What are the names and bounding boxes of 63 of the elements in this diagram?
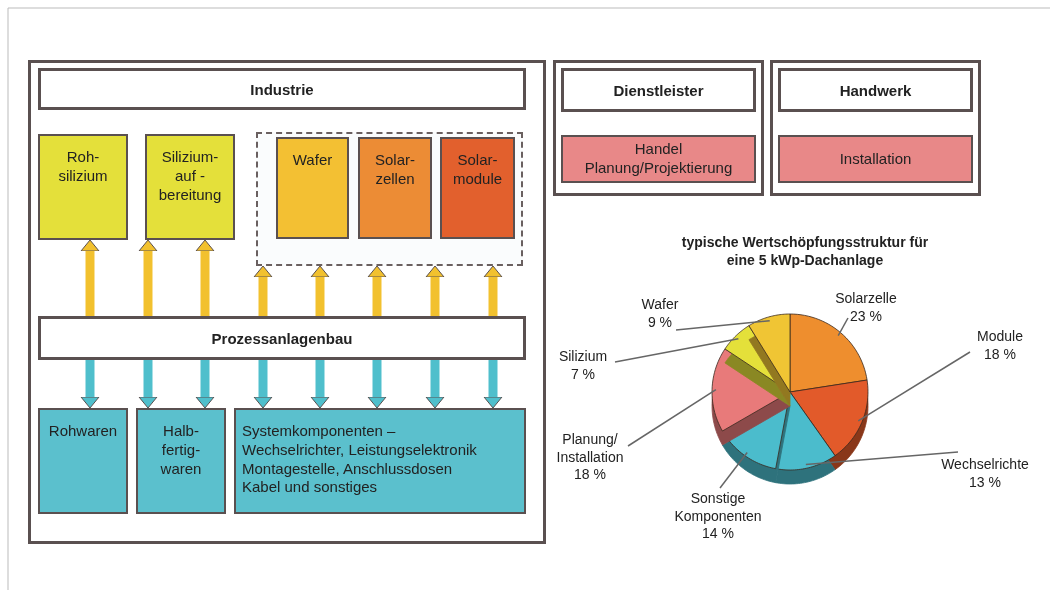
box-label: Installation (839, 149, 912, 169)
arrow (425, 360, 445, 409)
box-label: Halb- fertig- waren (159, 422, 203, 479)
chart-title: typische Wertschöpfungsstruktur für eine 5 kWp-Dachanlage (680, 234, 930, 269)
arrow (195, 360, 215, 409)
slice-label: Sonstige Komponenten (673, 490, 763, 525)
arrow (138, 239, 158, 316)
arrow (310, 265, 330, 316)
box-label: Solar- zellen (374, 151, 416, 189)
arrow (80, 360, 100, 409)
arrow (138, 360, 158, 409)
slice-label: Wechselrichte (940, 456, 1030, 474)
slice-label: Planung/ Installation (555, 431, 625, 466)
box-label: Systemkomponenten – Wechselrichter, Leistungselektronik Montagestelle, Anschlussdosen Kabel und sonstiges (242, 422, 478, 497)
panel-frame (770, 60, 981, 196)
process-box (145, 134, 235, 240)
slice-label: Silizium (557, 348, 609, 366)
process-box (38, 408, 128, 514)
process-box (276, 137, 349, 239)
value-label: 9 % (646, 313, 674, 331)
header-label: Dienstleister (613, 81, 704, 99)
slice-label: Solarzelle (834, 290, 898, 308)
header-band (38, 316, 526, 360)
arrow (253, 360, 273, 409)
process-box (234, 408, 526, 514)
arrow (483, 265, 503, 316)
box-label: Handel Planung/Projektierung (583, 140, 734, 178)
dashed-group-box (256, 132, 523, 266)
process-box (561, 135, 756, 183)
box-label: Silizium- auf - bereitung (157, 148, 223, 205)
process-box (440, 137, 515, 239)
arrow (310, 360, 330, 409)
process-box (778, 135, 973, 183)
value-label: 13 % (968, 473, 1002, 491)
header-label: Handwerk (839, 81, 912, 99)
arrow (483, 360, 503, 409)
value-label: 23 % (849, 307, 883, 325)
value-label: 7 % (569, 365, 597, 383)
process-box (358, 137, 432, 239)
header-label: Industrie (250, 80, 314, 98)
box-label: Solar- module (451, 151, 504, 189)
process-box (38, 134, 128, 240)
slice-label: Wafer (640, 296, 680, 314)
arrow (425, 265, 445, 316)
slice-label: Module (976, 328, 1024, 346)
process-box (136, 408, 226, 514)
arrow (367, 360, 387, 409)
header-band (38, 68, 526, 110)
header-label: Prozessanlagenbau (211, 329, 353, 347)
arrow (195, 239, 215, 316)
header-band (778, 68, 973, 112)
value-label: 18 % (983, 345, 1017, 363)
header-band (561, 68, 756, 112)
panel-frame (28, 60, 546, 544)
box-label: Wafer (292, 151, 333, 170)
arrow (80, 239, 100, 316)
arrow (367, 265, 387, 316)
box-label: Roh- silizium (57, 148, 109, 186)
arrow (253, 265, 273, 316)
panel-frame (553, 60, 764, 196)
box-label: Rohwaren (48, 422, 118, 441)
value-label: 14 % (701, 525, 735, 543)
value-label: 18 % (573, 466, 607, 484)
